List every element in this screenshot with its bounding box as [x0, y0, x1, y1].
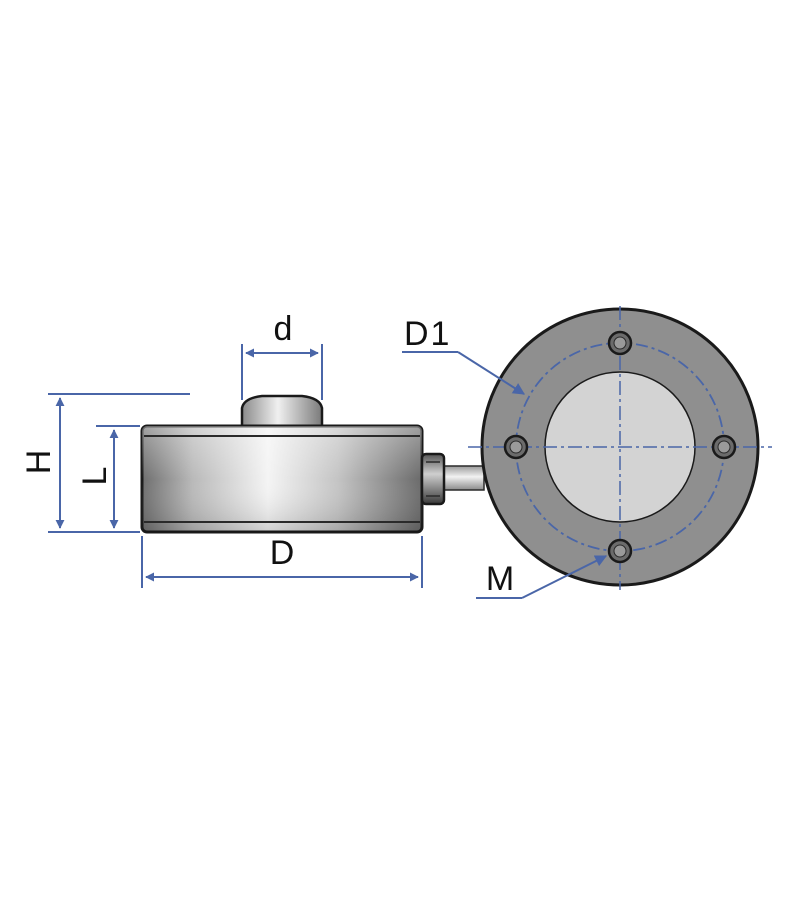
label-H: H	[20, 450, 58, 475]
dimension-H: H	[20, 393, 190, 533]
label-D1: D1	[404, 315, 451, 353]
load-button	[240, 394, 324, 428]
sensor-body	[140, 424, 424, 534]
side-view: d H L D	[20, 310, 485, 588]
bolt-hole-icon	[711, 434, 737, 460]
label-L: L	[76, 467, 114, 486]
leader-M: M	[476, 555, 608, 599]
bolt-hole-icon	[503, 434, 529, 460]
top-view: D1 M	[402, 306, 772, 599]
label-M: M	[486, 560, 514, 598]
leader-D1: D1	[402, 315, 526, 395]
dimension-D: D	[141, 534, 423, 588]
label-D: D	[270, 534, 295, 572]
cable-connector-icon	[420, 452, 485, 506]
bolt-hole-icon	[607, 330, 633, 356]
dimension-d: d	[241, 310, 323, 400]
label-d: d	[274, 310, 293, 348]
bolt-hole-icon	[607, 538, 633, 564]
dimension-L: L	[76, 425, 140, 529]
